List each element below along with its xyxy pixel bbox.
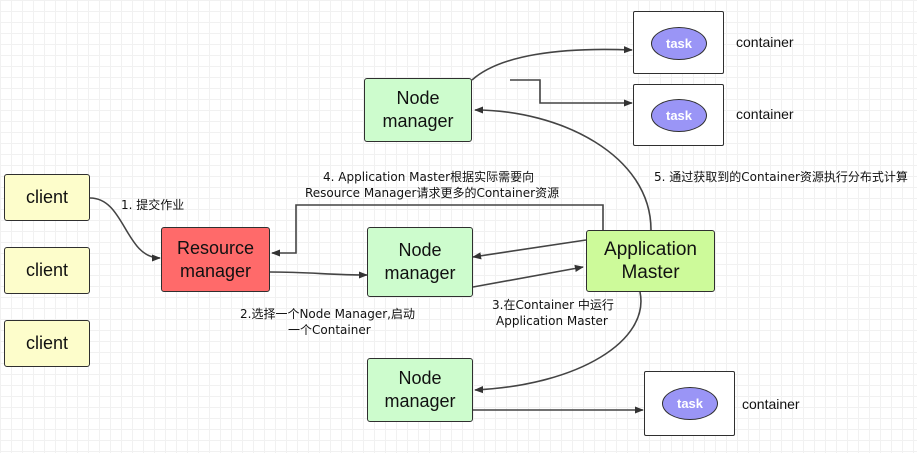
edge-am-to-nm-top: [474, 106, 652, 231]
node-manager-bottom[interactable]: Node manager: [367, 358, 473, 422]
container-box-1[interactable]: task: [633, 11, 724, 74]
resource-manager[interactable]: Resource manager: [161, 227, 270, 292]
edge-client-to-rm: [89, 197, 161, 262]
edge-nm-top-to-container-2: [510, 79, 633, 107]
container-box-3[interactable]: task: [644, 371, 735, 436]
label-request-more-line-2: Resource Manager请求更多的Container资源: [305, 186, 560, 200]
label-execute: 5. 通过获取到的Container资源执行分布式计算: [654, 170, 908, 184]
node-manager-mid[interactable]: Node manager: [367, 227, 473, 297]
container-label-3: container: [742, 396, 800, 412]
edge-nm-mid-to-am: [472, 264, 584, 288]
container-label-1: container: [736, 34, 794, 50]
client-3[interactable]: client: [4, 320, 90, 367]
label-run-in-container-line-1: 3.在Container 中运行: [492, 298, 614, 312]
client-1[interactable]: client: [4, 174, 90, 221]
label-select-node-line-2: 一个Container: [288, 323, 371, 337]
task-ellipse-2: task: [651, 99, 707, 132]
task-ellipse-3: task: [662, 387, 718, 420]
client-2[interactable]: client: [4, 247, 90, 294]
edge-nm-top-to-container-1: [471, 46, 633, 81]
edge-am-to-nm-mid: [472, 239, 587, 260]
label-select-node-line-1: 2.选择一个Node Manager,启动: [240, 307, 415, 321]
label-run-in-container-line-2: Application Master: [496, 314, 608, 328]
edge-rm-to-nm-mid: [269, 271, 368, 279]
container-box-2[interactable]: task: [633, 84, 724, 146]
edge-am-to-rm: [271, 204, 604, 257]
container-label-2: container: [736, 106, 794, 122]
node-manager-top[interactable]: Node manager: [364, 78, 472, 142]
label-submit-job: 1. 提交作业: [121, 198, 185, 212]
application-master[interactable]: Application Master: [586, 230, 715, 292]
task-ellipse-1: task: [651, 27, 707, 60]
edge-am-to-nm-bottom: [474, 291, 642, 394]
label-request-more-line-1: 4. Application Master根据实际需要向: [323, 170, 535, 184]
